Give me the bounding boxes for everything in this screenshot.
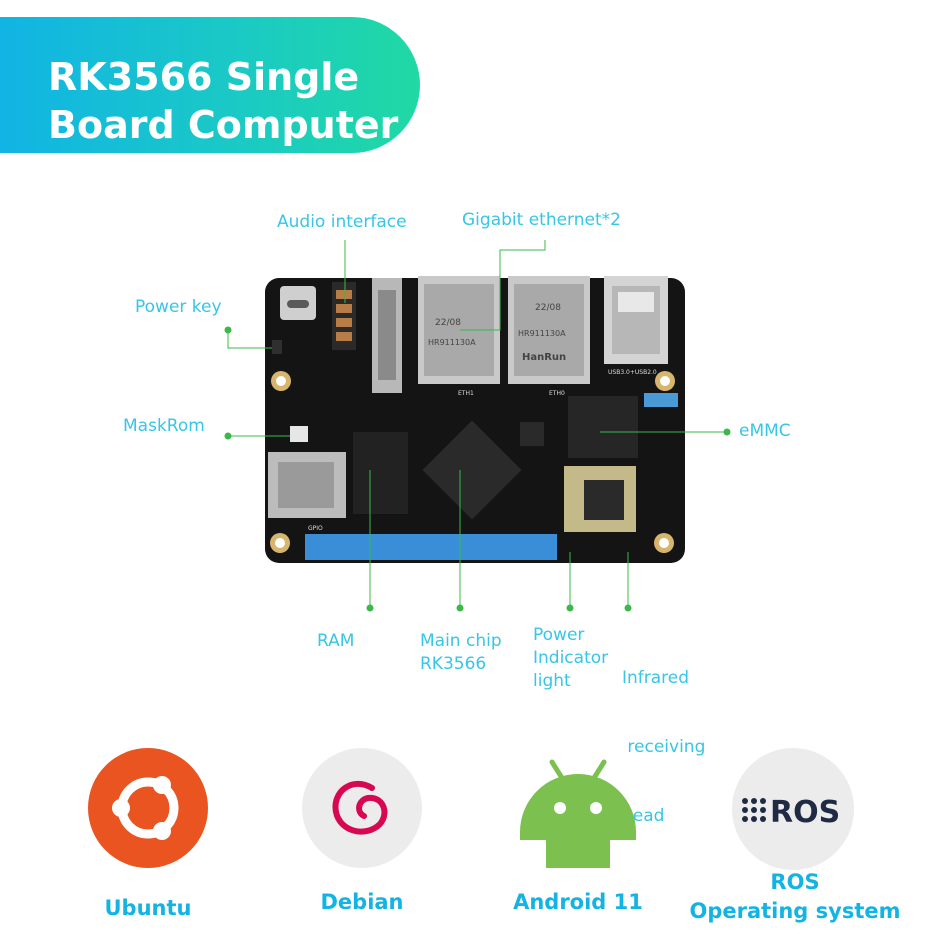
- label-power-indicator-line-2: Indicator: [533, 648, 609, 668]
- leader-lines: [227, 240, 727, 608]
- debian-logo-icon: [302, 748, 422, 868]
- usb-silk: USB3.0+USB2.0: [608, 369, 657, 376]
- label-infrared-line-1: Infrared: [622, 668, 690, 688]
- small-ic: [520, 422, 544, 446]
- label-power-indicator-line-3: light: [533, 671, 571, 691]
- gpio-silk: GPIO: [308, 525, 323, 532]
- power-button: [272, 340, 282, 354]
- label-audio-interface: Audio interface: [277, 212, 407, 232]
- leader-dots: [224, 326, 731, 612]
- rj45-model-a: HR911130A: [428, 338, 476, 347]
- label-main-chip-line-2: RK3566: [420, 654, 487, 674]
- ram-chip: [353, 432, 408, 514]
- eth1-silk: ETH1: [458, 390, 474, 397]
- android-logo-icon: [518, 748, 638, 868]
- ethernet-port-2: 22/08 HR911130A HanRun: [508, 276, 590, 384]
- ubuntu-logo-icon: [88, 748, 208, 868]
- os-ros-line-1: ROS: [770, 870, 820, 894]
- page-title: RK3566 Single Board Computer: [48, 53, 408, 149]
- maskrom-button: [290, 426, 308, 442]
- title-line-1: RK3566 Single: [48, 55, 360, 99]
- rj45-brand: HanRun: [522, 352, 566, 363]
- label-ram: RAM: [317, 631, 355, 651]
- label-main-chip: Main chip RK3566: [420, 630, 502, 676]
- rj45-date-b: 22/08: [535, 303, 561, 313]
- os-ubuntu-label: Ubuntu: [104, 896, 192, 920]
- label-maskrom: MaskRom: [123, 416, 205, 436]
- os-android-label: Android 11: [513, 890, 643, 914]
- eth0-silk: ETH0: [549, 390, 565, 397]
- label-power-key: Power key: [135, 297, 222, 317]
- title-banner: RK3566 Single Board Computer: [0, 17, 420, 153]
- os-debian-label: Debian: [320, 890, 404, 914]
- label-gigabit-ethernet: Gigabit ethernet*2: [462, 210, 621, 230]
- rj45-date-a: 22/08: [435, 318, 461, 328]
- mounting-holes: [270, 371, 675, 553]
- title-line-2: Board Computer: [48, 103, 399, 147]
- os-ros-line-2: Operating system: [689, 899, 901, 923]
- rj45-model-b: HR911130A: [518, 329, 566, 338]
- audio-connector: [332, 282, 356, 350]
- label-infrared-line-2: receiving: [622, 737, 706, 757]
- label-power-indicator-line-1: Power: [533, 625, 585, 645]
- emmc-chip: [568, 396, 638, 458]
- usb-a-port: [604, 276, 668, 364]
- label-power-indicator: Power Indicator light: [533, 624, 608, 693]
- label-main-chip-line-1: Main chip: [420, 631, 502, 651]
- os-ros-label: ROS Operating system: [660, 868, 930, 926]
- gpio-header: [305, 534, 557, 560]
- ros-logo-icon: ROS: [732, 748, 854, 870]
- label-emmc: eMMC: [739, 421, 791, 441]
- ros-logo-text: ROS: [770, 795, 840, 830]
- blue-header: [644, 393, 678, 407]
